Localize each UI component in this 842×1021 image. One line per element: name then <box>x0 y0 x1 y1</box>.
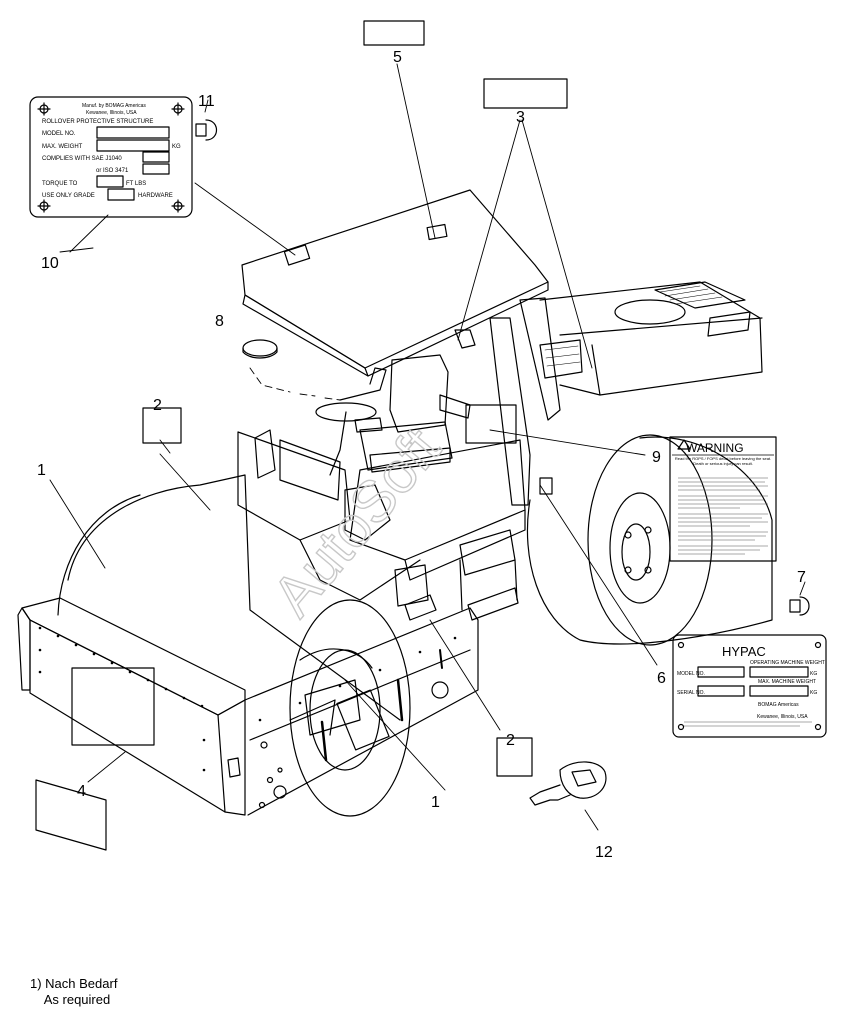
hypac-kg-1: KG <box>810 671 817 677</box>
hypac-op-weight: OPERATING MACHINE WEIGHT <box>750 660 825 666</box>
callout-10: 10 <box>41 255 59 272</box>
rops-model-no: MODEL NO. <box>42 131 76 137</box>
rops-kg: KG <box>172 144 181 150</box>
step-lower <box>467 587 519 621</box>
cap-part <box>242 339 278 359</box>
callout-2-upper: 2 <box>153 397 162 414</box>
rivet-part-7 <box>789 596 810 616</box>
callout-1-lower: 1 <box>431 794 440 811</box>
decal-6-spot <box>539 477 553 495</box>
callout-7: 7 <box>797 569 806 586</box>
rops-max-weight: MAX. WEIGHT <box>42 144 83 150</box>
callout-11: 11 <box>198 93 215 110</box>
warning-label-text: WARNING Read the ROPS / FOPS decal befor… <box>672 441 774 555</box>
watermark: AutoSoft <box>260 416 453 628</box>
engine-hood <box>539 281 763 396</box>
rivet-part-11 <box>195 119 218 141</box>
drum-frame <box>17 594 479 816</box>
rops-title: ROLLOVER PROTECTIVE STRUCTURE <box>42 119 153 125</box>
decal-9-spot <box>465 404 517 444</box>
rops-header-line1: Manuf. by BOMAG Americas <box>82 103 146 109</box>
hypac-brand: HYPAC <box>722 644 766 659</box>
callout-2-lower: 2 <box>506 732 515 749</box>
hypac-manufacturer: BOMAG Americas <box>758 702 799 708</box>
callout-12: 12 <box>595 844 613 861</box>
ignition-key-part <box>529 761 607 806</box>
operator-platform <box>349 404 553 621</box>
rops-posts <box>454 297 561 506</box>
warning-subtitle: Read the ROPS / FOPS decal before leavin… <box>674 456 772 466</box>
hypac-kg-2: KG <box>810 690 817 696</box>
decal-2-upper-blank <box>142 407 182 444</box>
callout-numbers: 5 3 11 10 8 2 1 9 7 6 2 4 1 12 <box>37 49 806 861</box>
callout-9: 9 <box>652 449 661 466</box>
rops-torque: TORQUE TO <box>42 181 78 187</box>
rops-plate-text: Manuf. by BOMAG Americas Kewanee, Illino… <box>42 103 181 199</box>
decal-4-blank <box>35 779 107 851</box>
hypac-footer: Kewanee, Illinois, USA <box>757 714 808 720</box>
rops-complies: COMPLIES WITH SAE J1040 <box>42 156 122 162</box>
rops-plate-screws <box>37 102 185 213</box>
hypac-max-weight: MAX. MACHINE WEIGHT <box>758 679 816 685</box>
callout-3: 3 <box>516 109 525 126</box>
warning-fine-print <box>678 477 768 555</box>
steering-wheel <box>315 367 387 476</box>
rops-ft-lbs: FT LBS <box>126 181 146 187</box>
operator-seat <box>354 354 471 473</box>
callout-1-left: 1 <box>37 462 46 479</box>
rops-header-line2: Kewanee, Illinois, USA <box>86 110 137 116</box>
leader-lines <box>49 63 806 831</box>
footnote: 1) Nach Bedarf As required <box>30 976 117 1008</box>
footnote-line-2: As required <box>30 992 111 1007</box>
callout-8: 8 <box>215 313 224 330</box>
callout-4: 4 <box>77 783 86 800</box>
rops-iso: or ISO 3471 <box>96 168 129 174</box>
front-drum <box>57 474 411 817</box>
hypac-plate-text: HYPAC OPERATING MACHINE WEIGHT MODEL NO.… <box>677 644 825 727</box>
canopy-decal-left <box>283 244 311 266</box>
step-upper <box>459 529 516 576</box>
canopy-decal-center <box>426 223 448 241</box>
callout-6: 6 <box>657 670 666 687</box>
radiator-grille <box>539 339 583 379</box>
warning-title: WARNING <box>686 441 744 455</box>
engine-grille <box>654 281 746 309</box>
decal-5-blank <box>363 20 425 46</box>
footnote-line-1: 1) Nach Bedarf <box>30 976 118 991</box>
hypac-model-no: MODEL NO. <box>677 671 705 677</box>
rops-canopy <box>241 189 549 377</box>
rops-grade: USE ONLY GRADE <box>42 193 95 199</box>
decal-3-blank <box>483 78 568 109</box>
rops-hardware: HARDWARE <box>138 193 173 199</box>
decal-2-lower-blank <box>496 737 533 777</box>
callout-5: 5 <box>393 49 402 66</box>
front-frame <box>237 429 429 607</box>
hypac-plate <box>672 634 827 738</box>
decal-4-spot <box>71 667 155 746</box>
hypac-serial-no: SERIAL NO. <box>677 690 705 696</box>
warning-label <box>669 436 777 562</box>
frame-bolt-holes <box>38 626 457 772</box>
rops-plate <box>29 96 193 218</box>
